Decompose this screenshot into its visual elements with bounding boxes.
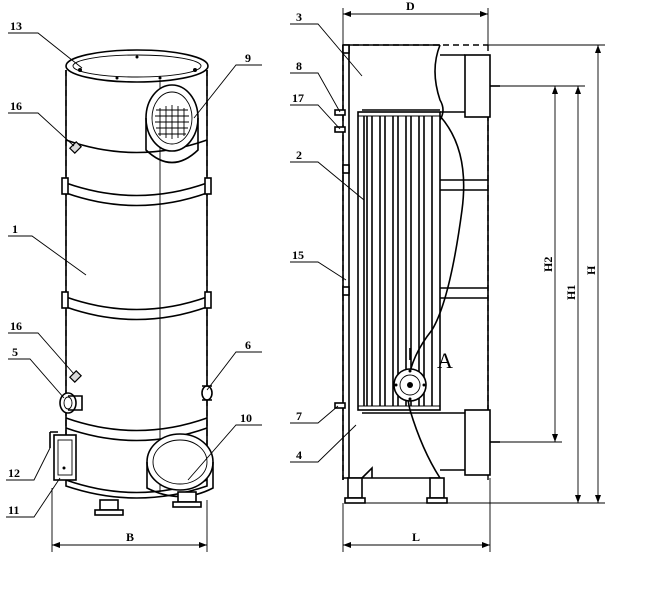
- lower-nozzle-10: [146, 433, 214, 498]
- callout-10: 10: [240, 411, 252, 425]
- callout-5: 5: [12, 345, 18, 359]
- terminal-box: [49, 431, 77, 481]
- top-chamber-3: [349, 44, 444, 121]
- dimension-h: H: [447, 44, 605, 504]
- dimension-h2: H2: [500, 85, 562, 443]
- section-break-line: [406, 115, 488, 479]
- callouts: 13 16 1 16 5 12 11 9 6 10 3 8 17 2 15 7: [6, 10, 365, 518]
- section-mark-a: A: [437, 348, 453, 373]
- callout-6: 6: [245, 338, 251, 352]
- callout-2: 2: [296, 148, 302, 162]
- side-fittings: [59, 140, 213, 414]
- inspection-flange: [393, 348, 427, 402]
- supports-right: [344, 466, 448, 504]
- wall-fittings: [334, 44, 350, 409]
- dimension-d: D: [342, 0, 489, 45]
- callout-3: 3: [296, 10, 302, 24]
- top-cover: [65, 49, 209, 83]
- tube-bundle-2: [357, 111, 441, 411]
- callout-13: 13: [10, 19, 22, 33]
- callout-11: 11: [8, 503, 19, 517]
- upper-nozzle-9: [145, 84, 199, 164]
- stiffening-rings: [61, 139, 212, 442]
- dimension-b: B: [51, 488, 208, 552]
- callout-4: 4: [296, 448, 302, 462]
- left-view: B: [49, 49, 214, 552]
- dimension-label-d: D: [406, 0, 415, 13]
- dimension-l: L: [342, 478, 491, 552]
- dimension-label-l: L: [412, 530, 420, 544]
- callout-16-bottom: 16: [10, 319, 22, 333]
- dimension-label-h2: H2: [541, 257, 555, 272]
- callout-15: 15: [292, 248, 304, 262]
- dimension-label-h: H: [584, 265, 598, 275]
- dimension-label-b: B: [126, 530, 134, 544]
- dimension-label-h1: H1: [564, 285, 578, 300]
- callout-8: 8: [296, 59, 302, 73]
- supports-left: [65, 480, 208, 516]
- callout-16-top: 16: [10, 99, 22, 113]
- nozzle-grid: [155, 105, 189, 139]
- callout-17: 17: [292, 91, 304, 105]
- lower-outlet-nozzle: [440, 409, 500, 476]
- upper-outlet-nozzle: [440, 54, 500, 413]
- callout-7: 7: [296, 409, 302, 423]
- right-view: A D L H2 H1: [334, 0, 605, 552]
- callout-9: 9: [245, 51, 251, 65]
- callout-1: 1: [12, 222, 18, 236]
- callout-12: 12: [8, 466, 20, 480]
